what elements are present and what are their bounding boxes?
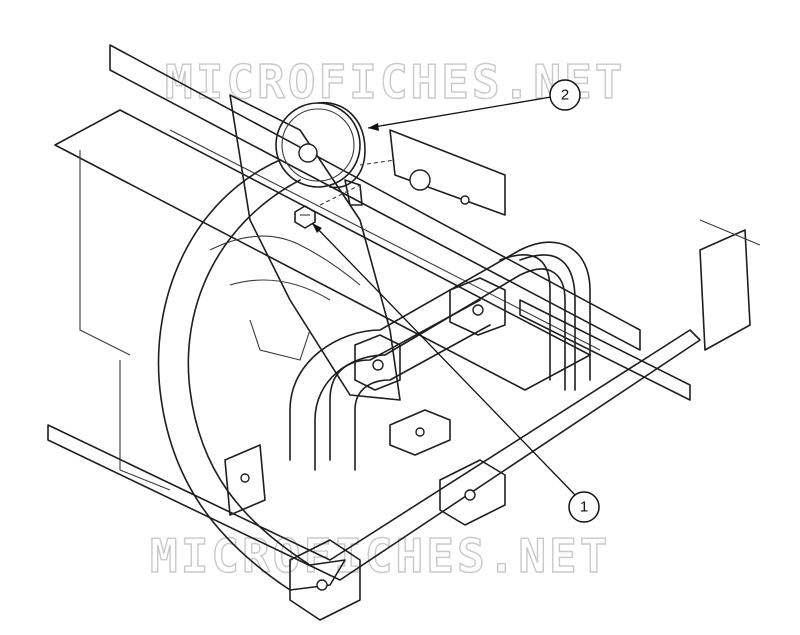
chassis-rails (47, 44, 761, 581)
mounting-bolt (294, 205, 316, 229)
watermark-bottom: MICROFICHES.NET (150, 529, 610, 583)
callout-1-label: 1 (580, 499, 588, 516)
brush-guard (289, 241, 591, 471)
callout-2-label: 2 (561, 87, 569, 104)
callout-2: 2 (367, 79, 581, 131)
front-bumper-tube (157, 159, 346, 591)
callout-1-circle (568, 491, 600, 523)
mounting-brackets (224, 129, 506, 621)
front-grille-panel (209, 94, 401, 401)
callout-2-circle (549, 79, 581, 111)
callout-1: 1 (311, 222, 600, 523)
horn (275, 101, 396, 206)
